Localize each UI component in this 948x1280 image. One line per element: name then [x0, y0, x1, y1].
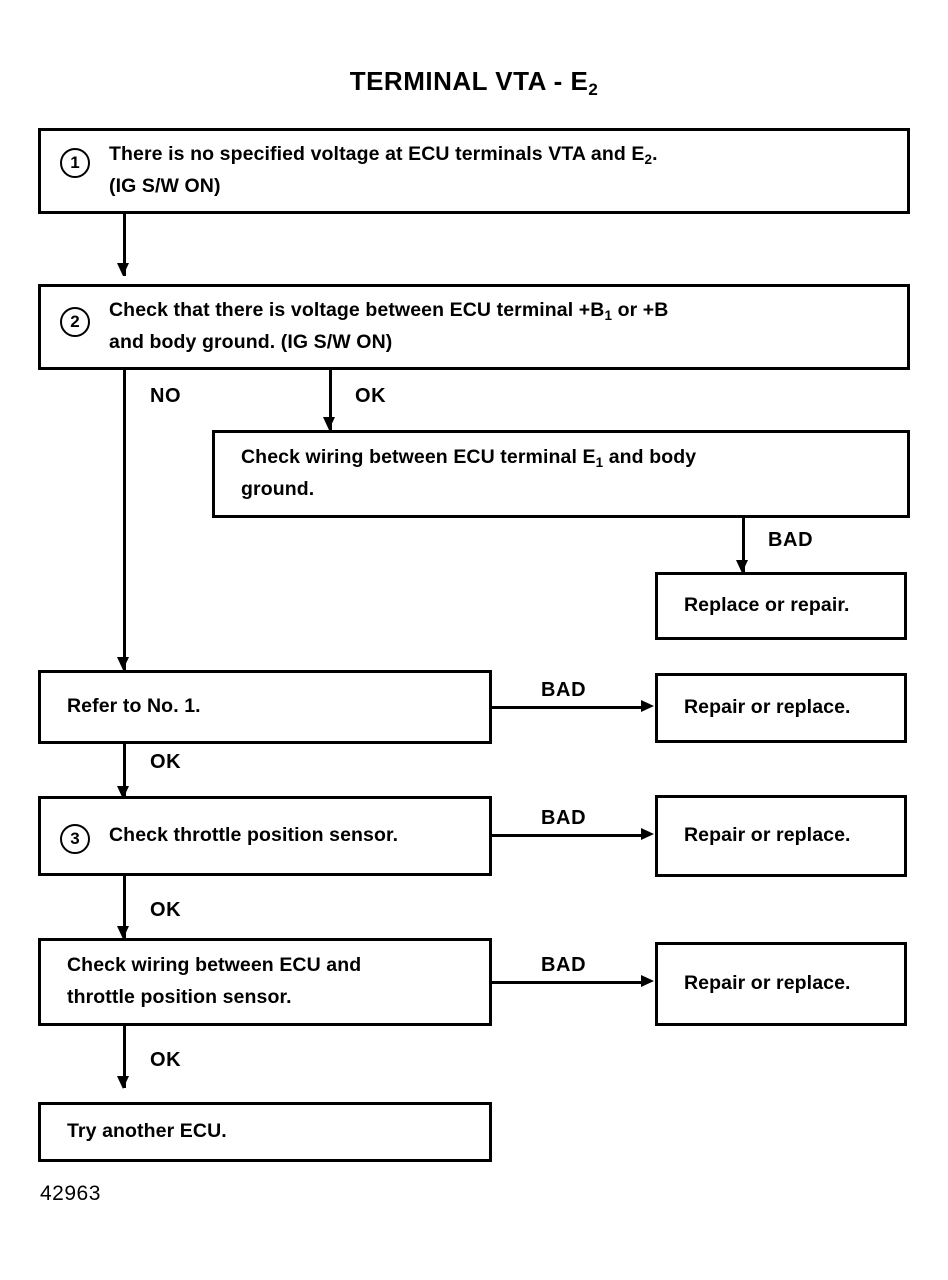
- node-check-battery-voltage-line1-a: Check that there is voltage between ECU …: [109, 299, 605, 322]
- node-repair-or-replace-3-text: Repair or replace.: [658, 945, 930, 1023]
- node-check-tps-wiring-line2: throttle position sensor.: [67, 986, 292, 1008]
- node-check-e1-wiring-line1-sub: 1: [595, 455, 604, 471]
- node-refer-to-no-1[interactable]: Refer to No. 1.: [38, 670, 492, 744]
- node-check-battery-voltage-line1: Check that there is voltage between ECU …: [109, 295, 948, 327]
- node-check-throttle-sensor-line1: Check throttle position sensor.: [109, 824, 399, 847]
- node-symptom-line2: (IG S/W ON): [109, 175, 221, 198]
- arrowhead-bad-branch-3: [641, 828, 654, 840]
- connector-ok-branch-1: [329, 370, 332, 430]
- page-title-text: TERMINAL VTA - E: [349, 66, 589, 96]
- node-check-e1-wiring-text: Check wiring between ECU terminal E1 and…: [215, 433, 933, 515]
- connector-bad-branch-3: [492, 834, 644, 837]
- connector-no-branch: [123, 370, 126, 670]
- node-symptom[interactable]: 1 There is no specified voltage at ECU t…: [38, 128, 910, 214]
- node-check-e1-wiring-line1-b: and body: [603, 446, 697, 469]
- arrowhead-bad-branch-4: [641, 975, 654, 987]
- node-check-throttle-sensor-text: Check throttle position sensor.: [41, 799, 557, 873]
- node-check-e1-wiring[interactable]: Check wiring between ECU terminal E1 and…: [212, 430, 910, 518]
- node-symptom-line1-sub: 2: [644, 152, 653, 168]
- node-replace-or-repair[interactable]: Replace or repair.: [655, 572, 907, 640]
- node-check-tps-wiring-line1: Check wiring between ECU and: [67, 954, 362, 977]
- node-symptom-text: There is no specified voltage at ECU ter…: [41, 131, 948, 211]
- edge-label-no: NO: [150, 385, 182, 407]
- page-title-subscript: 2: [588, 80, 599, 99]
- edge-label-bad-4: BAD: [541, 954, 587, 976]
- connector-ok-branch-4: [123, 1026, 126, 1088]
- node-check-battery-voltage-line2: and body ground. (IG S/W ON): [109, 331, 393, 354]
- node-repair-or-replace-3[interactable]: Repair or replace.: [655, 942, 907, 1026]
- node-check-battery-voltage-text: Check that there is voltage between ECU …: [41, 287, 948, 367]
- connector-ok-branch-3: [123, 876, 126, 938]
- arrowhead-n1-n2: [117, 263, 129, 276]
- edge-label-ok-1: OK: [355, 385, 387, 407]
- node-try-another-ecu-text: Try another ECU.: [41, 1105, 515, 1159]
- connector-bad-branch-2: [492, 706, 644, 709]
- node-check-e1-wiring-line2: ground.: [241, 478, 315, 501]
- node-repair-or-replace-1-line1: Repair or replace.: [684, 696, 851, 719]
- node-repair-or-replace-3-line1: Repair or replace.: [684, 972, 851, 995]
- node-replace-or-repair-line1: Replace or repair.: [684, 594, 850, 617]
- arrowhead-ok-branch-4: [117, 1076, 129, 1089]
- node-check-tps-wiring[interactable]: Check wiring between ECU and throttle po…: [38, 938, 492, 1026]
- connector-ok-branch-2: [123, 744, 126, 798]
- step-number-3: 3: [60, 824, 90, 854]
- node-check-tps-wiring-text: Check wiring between ECU and throttle po…: [41, 941, 515, 1023]
- step-number-1: 1: [60, 148, 90, 178]
- node-repair-or-replace-2[interactable]: Repair or replace.: [655, 795, 907, 877]
- node-repair-or-replace-2-line1: Repair or replace.: [684, 824, 851, 847]
- node-check-throttle-sensor[interactable]: 3 Check throttle position sensor.: [38, 796, 492, 876]
- node-symptom-line1: There is no specified voltage at ECU ter…: [109, 139, 948, 171]
- edge-label-ok-2: OK: [150, 751, 182, 773]
- node-try-another-ecu-line1: Try another ECU.: [67, 1120, 227, 1143]
- node-check-battery-voltage-line1-sub: 1: [604, 308, 613, 324]
- node-check-battery-voltage-line1-b: or +B: [612, 299, 669, 322]
- node-repair-or-replace-1[interactable]: Repair or replace.: [655, 673, 907, 743]
- node-symptom-line1-b: .: [652, 143, 658, 166]
- node-check-battery-voltage[interactable]: 2 Check that there is voltage between EC…: [38, 284, 910, 370]
- arrowhead-ok-branch-2: [117, 786, 129, 799]
- node-check-e1-wiring-line1-a: Check wiring between ECU terminal E: [241, 446, 596, 469]
- edge-label-bad-2: BAD: [541, 679, 587, 701]
- node-repair-or-replace-1-text: Repair or replace.: [658, 676, 930, 740]
- arrowhead-bad-branch-2: [641, 700, 654, 712]
- edge-label-bad-3: BAD: [541, 807, 587, 829]
- connector-bad-branch-4: [492, 981, 644, 984]
- node-replace-or-repair-text: Replace or repair.: [658, 575, 930, 637]
- node-symptom-line1-a: There is no specified voltage at ECU ter…: [109, 143, 645, 166]
- arrowhead-no-branch: [117, 657, 129, 670]
- edge-label-bad-1: BAD: [768, 529, 814, 551]
- arrowhead-bad-branch-1: [736, 560, 748, 573]
- node-repair-or-replace-2-text: Repair or replace.: [658, 798, 930, 874]
- page-title: TERMINAL VTA - E2: [0, 66, 948, 100]
- figure-number: 42963: [40, 1182, 101, 1205]
- node-refer-to-no-1-text: Refer to No. 1.: [41, 673, 515, 741]
- connector-n1-n2: [123, 214, 126, 276]
- node-check-e1-wiring-line1: Check wiring between ECU terminal E1 and…: [241, 442, 933, 474]
- step-number-2: 2: [60, 307, 90, 337]
- node-try-another-ecu[interactable]: Try another ECU.: [38, 1102, 492, 1162]
- edge-label-ok-3: OK: [150, 899, 182, 921]
- edge-label-ok-4: OK: [150, 1049, 182, 1071]
- connector-bad-branch-1: [742, 518, 745, 572]
- node-refer-to-no-1-line1: Refer to No. 1.: [67, 695, 201, 718]
- arrowhead-ok-branch-1: [323, 417, 335, 430]
- arrowhead-ok-branch-3: [117, 926, 129, 939]
